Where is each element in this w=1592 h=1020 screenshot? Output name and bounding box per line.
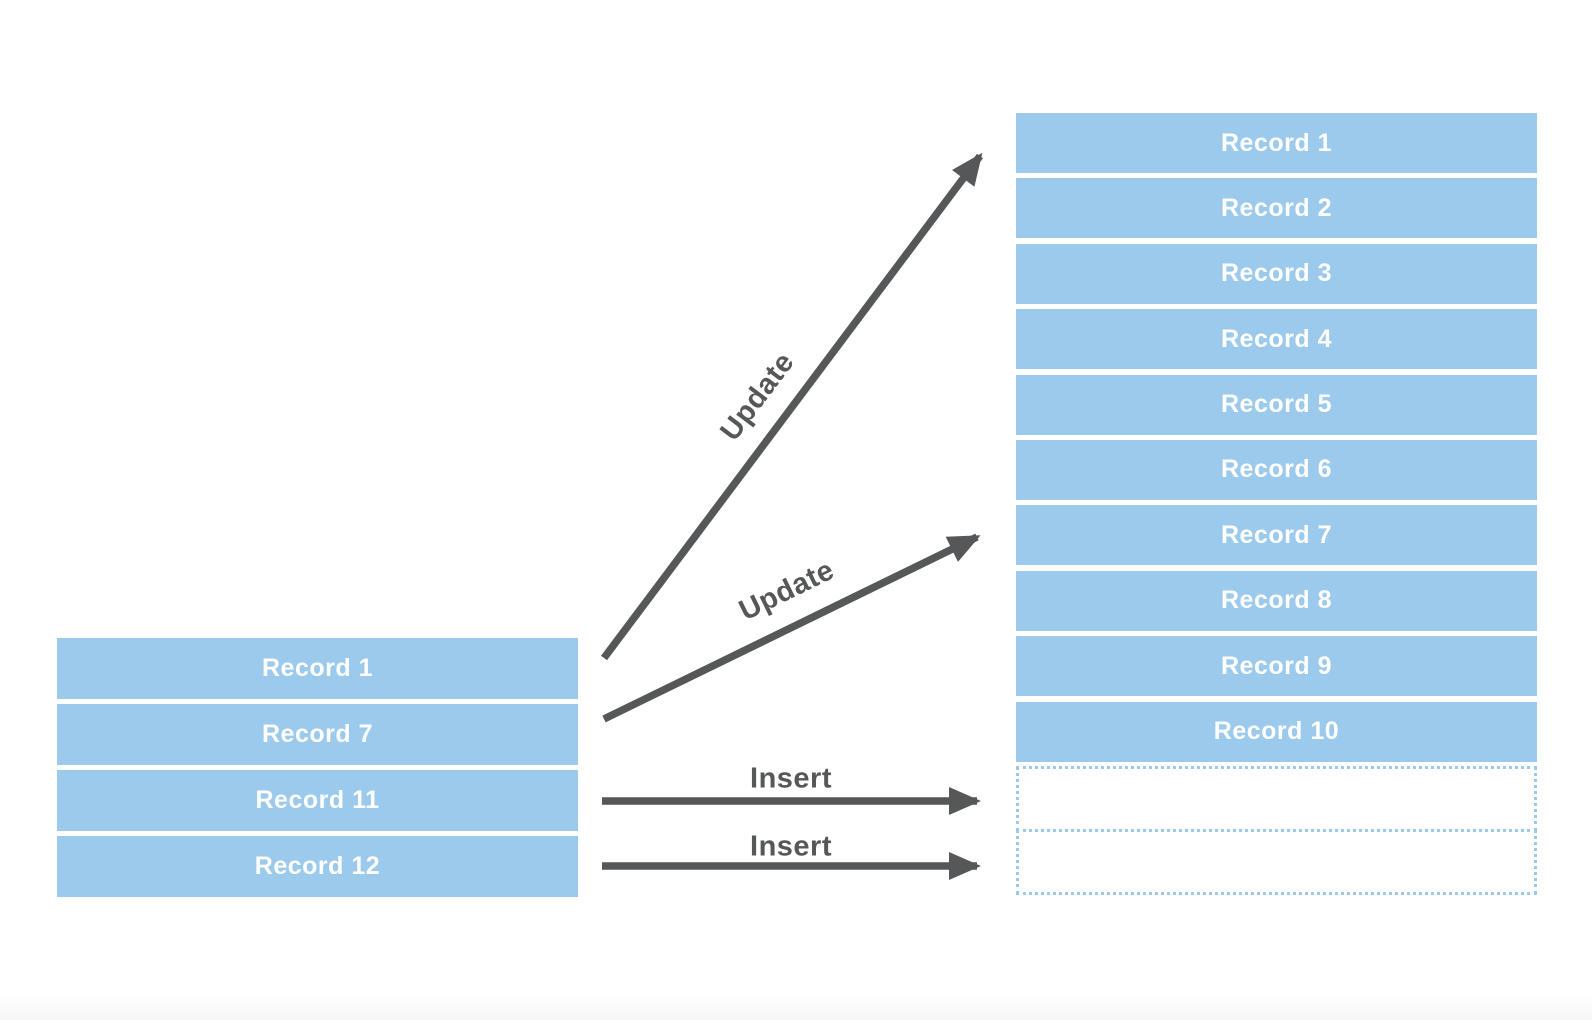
insert-arrow-2-label: Insert — [750, 830, 832, 863]
empty-slot-container — [1016, 766, 1537, 895]
record-row: Record 7 — [1016, 505, 1537, 566]
update-arrow-2-label: Update — [734, 553, 840, 628]
record-row: Record 12 — [57, 836, 578, 897]
record-row: Record 6 — [1016, 439, 1537, 500]
record-label: Record 5 — [1221, 390, 1332, 419]
insert-arrow-1-label: Insert — [750, 762, 832, 795]
record-label: Record 1 — [1221, 128, 1332, 157]
record-row: Record 9 — [1016, 636, 1537, 697]
record-label: Record 11 — [255, 786, 380, 814]
record-row: Record 8 — [1016, 570, 1537, 631]
record-row: Record 4 — [1016, 309, 1537, 370]
record-label: Record 7 — [1221, 520, 1332, 549]
update-arrow-1-label: Update — [714, 346, 801, 447]
empty-record-slot — [1016, 766, 1537, 832]
record-row: Record 1 — [57, 638, 578, 699]
record-label: Record 3 — [1221, 259, 1332, 288]
record-label: Record 1 — [262, 654, 373, 682]
record-label: Record 8 — [1221, 586, 1332, 615]
record-label: Record 9 — [1221, 651, 1332, 680]
record-row: Record 11 — [57, 770, 578, 831]
record-row: Record 7 — [57, 704, 578, 765]
update-arrow-2 — [602, 533, 981, 723]
record-label: Record 2 — [1221, 193, 1332, 222]
record-row: Record 10 — [1016, 701, 1537, 762]
empty-record-slot — [1016, 829, 1537, 895]
record-row: Record 1 — [1016, 113, 1537, 173]
record-label: Record 7 — [262, 720, 373, 748]
record-label: Record 6 — [1221, 455, 1332, 484]
target-record-stack: Record 1 Record 2 Record 3 Record 4 Reco… — [1016, 113, 1537, 762]
page-edge-shadow — [0, 994, 1592, 1020]
source-record-stack: Record 1 Record 7 Record 11 Record 12 — [57, 638, 578, 897]
record-row: Record 3 — [1016, 243, 1537, 304]
record-row: Record 5 — [1016, 374, 1537, 435]
record-label: Record 12 — [254, 852, 381, 880]
record-label: Record 4 — [1221, 324, 1332, 353]
record-label: Record 10 — [1213, 717, 1340, 746]
record-row: Record 2 — [1016, 178, 1537, 239]
